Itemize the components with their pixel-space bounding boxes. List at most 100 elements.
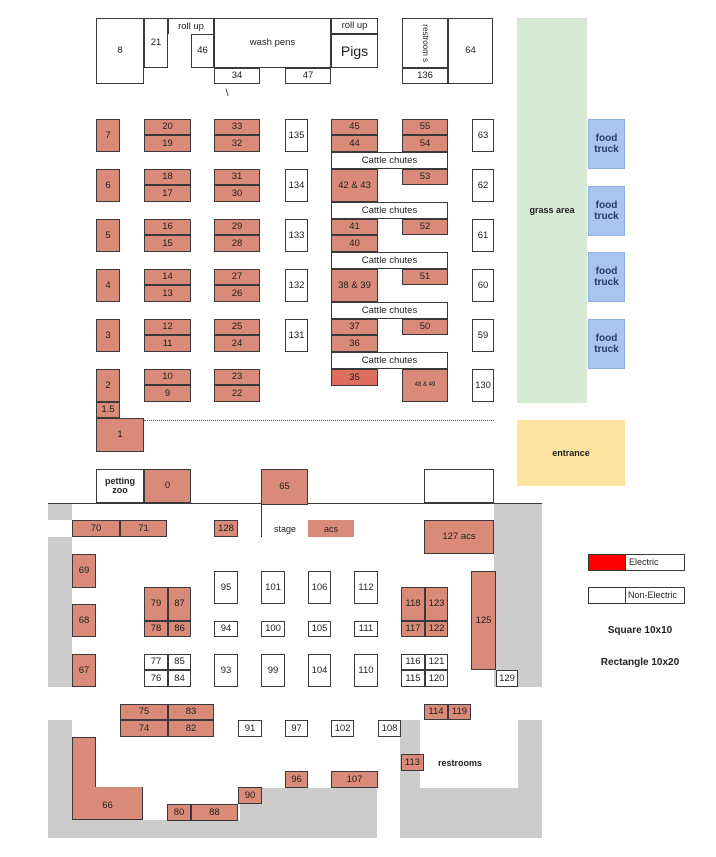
booth-59: 59 xyxy=(472,319,494,352)
booth-76: 76 xyxy=(144,670,168,687)
booth-133: 133 xyxy=(285,219,308,252)
booth-46: 46 xyxy=(191,34,214,68)
booth-1-5: 1.5 xyxy=(96,402,120,418)
booth-16: 16 xyxy=(144,219,191,235)
booth-101: 101 xyxy=(261,571,285,604)
booth-55: 55 xyxy=(402,119,448,135)
booth-95: 95 xyxy=(214,571,238,604)
cattle-chutes-4: Cattle chutes xyxy=(331,302,448,319)
stage-label: stage xyxy=(273,524,297,534)
booth-5: 5 xyxy=(96,219,120,252)
booth-94: 94 xyxy=(214,621,238,637)
booth-86: 86 xyxy=(168,621,191,637)
booth-100: 100 xyxy=(261,621,285,637)
cattle-chutes-2: Cattle chutes xyxy=(331,202,448,219)
booth-121: 121 xyxy=(425,654,448,670)
booth-24: 24 xyxy=(214,335,260,352)
booth-54: 54 xyxy=(402,135,448,152)
booth-122: 122 xyxy=(425,621,448,637)
booth-18: 18 xyxy=(144,169,191,185)
booth-82: 82 xyxy=(168,720,214,737)
legend-rectangle-size: Rectangle 10x20 xyxy=(600,656,680,668)
booth-79: 79 xyxy=(144,587,168,621)
booth-52: 52 xyxy=(402,219,448,235)
booth-106: 106 xyxy=(308,571,331,604)
booth-12: 12 xyxy=(144,319,191,335)
booth-68: 68 xyxy=(72,604,96,637)
booth-132: 132 xyxy=(285,269,308,302)
booth-128: 128 xyxy=(214,520,238,537)
booth-78: 78 xyxy=(144,621,168,637)
booth-134: 134 xyxy=(285,169,308,202)
booth-64: 64 xyxy=(448,18,493,84)
booth-4: 4 xyxy=(96,269,120,302)
booth-105: 105 xyxy=(308,621,331,637)
booth-14: 14 xyxy=(144,269,191,285)
booth-108: 108 xyxy=(378,720,401,737)
booth-19: 19 xyxy=(144,135,191,152)
booth-107: 107 xyxy=(331,771,378,788)
booth-9: 9 xyxy=(144,385,191,402)
booth-15: 15 xyxy=(144,235,191,252)
booth-29: 29 xyxy=(214,219,260,235)
booth-7: 7 xyxy=(96,119,120,152)
legend-non-electric-label: Non-Electric xyxy=(625,587,685,604)
grass-area xyxy=(517,18,587,403)
booth-36: 36 xyxy=(331,335,378,352)
booth-111: 111 xyxy=(354,621,378,637)
booth-90: 90 xyxy=(238,787,262,804)
booth-61: 61 xyxy=(472,219,494,252)
booth-34: 34 xyxy=(214,68,260,84)
booth-31: 31 xyxy=(214,169,260,185)
dotted-divider xyxy=(144,420,494,421)
booth-26: 26 xyxy=(214,285,260,302)
booth-6: 6 xyxy=(96,169,120,202)
booth-135: 135 xyxy=(285,119,308,152)
food-truck-2: food truck xyxy=(588,186,625,236)
booth-88: 88 xyxy=(191,804,238,821)
booth-119: 119 xyxy=(448,704,471,720)
booth-112: 112 xyxy=(354,571,378,604)
grass-area-label: grass area xyxy=(529,205,575,215)
booth-32: 32 xyxy=(214,135,260,152)
booth-47: 47 xyxy=(285,68,331,84)
booth-63: 63 xyxy=(472,119,494,152)
restroom-label: restroom s xyxy=(421,24,431,62)
booth-115: 115 xyxy=(401,670,425,687)
booth-66-label: 66 xyxy=(102,800,113,812)
booth-99: 99 xyxy=(261,654,285,687)
acs-booth: acs xyxy=(308,520,354,537)
backslash-mark: \ xyxy=(225,87,229,99)
booth-84: 84 xyxy=(168,670,191,687)
booth-2: 2 xyxy=(96,369,120,402)
booth-51: 51 xyxy=(402,269,448,285)
booth-69: 69 xyxy=(72,554,96,588)
booth-30: 30 xyxy=(214,185,260,202)
booth-117: 117 xyxy=(401,621,425,637)
cattle-chutes-3: Cattle chutes xyxy=(331,252,448,269)
booth-65: 65 xyxy=(261,469,308,505)
booth-127-acs: 127 acs xyxy=(424,520,494,554)
booth-0: 0 xyxy=(144,469,191,503)
booth-17: 17 xyxy=(144,185,191,202)
booth-1: 1 xyxy=(96,418,144,452)
booth-104: 104 xyxy=(308,654,331,687)
legend-square-size: Square 10x10 xyxy=(607,624,673,636)
food-truck-3: food truck xyxy=(588,252,625,302)
restroom-top: restroom s xyxy=(402,18,448,68)
booth-8: 8 xyxy=(96,18,144,84)
pigs-pen: Pigs xyxy=(331,34,378,68)
cattle-chutes-5: Cattle chutes xyxy=(331,352,448,369)
booth-77: 77 xyxy=(144,654,168,670)
booth-60: 60 xyxy=(472,269,494,302)
booth-45: 45 xyxy=(331,119,378,135)
booth-48-49: 48 & 49 xyxy=(402,369,448,402)
legend-electric-swatch xyxy=(588,554,626,571)
booth-85: 85 xyxy=(168,654,191,670)
food-truck-4: food truck xyxy=(588,319,625,369)
booth-97: 97 xyxy=(285,720,308,737)
booth-110: 110 xyxy=(354,654,378,687)
booth-50: 50 xyxy=(402,319,448,335)
booth-top-right-blank xyxy=(424,469,494,503)
petting-zoo: petting zoo xyxy=(96,469,144,503)
